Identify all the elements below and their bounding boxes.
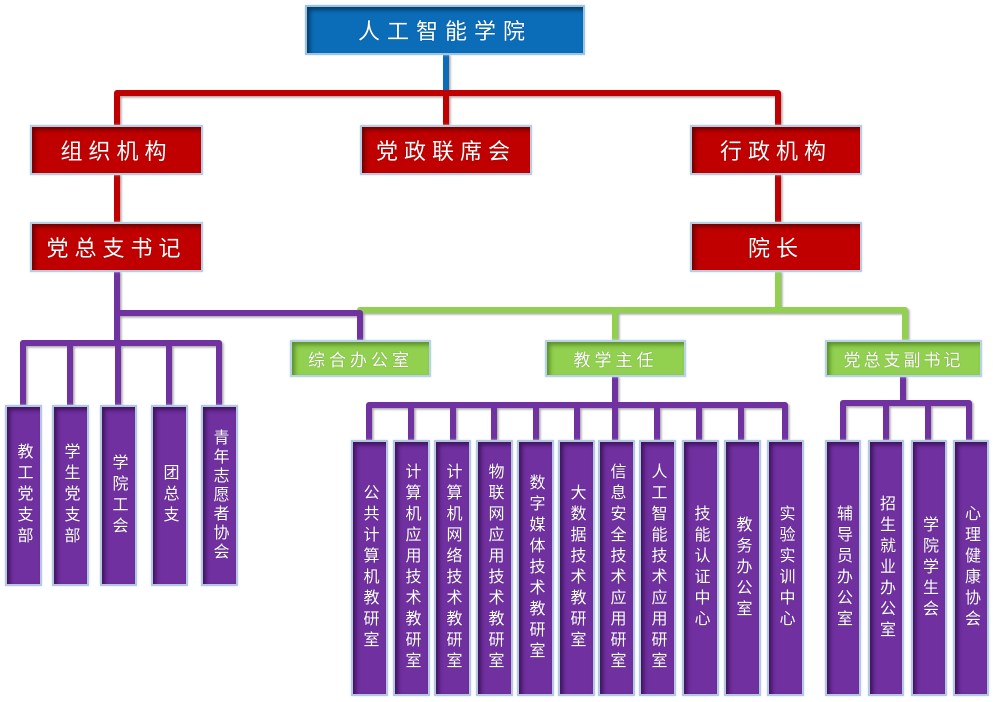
unit-big-data-office[interactable]: 大数据技术教研室 <box>558 440 595 696</box>
unit-student-union[interactable]: 学院学生会 <box>911 440 947 696</box>
node-general-office[interactable]: 综合办公室 <box>290 340 431 377</box>
unit-faculty-party-branch[interactable]: 教工党支部 <box>5 405 42 586</box>
unit-skill-cert-center[interactable]: 技能认证中心 <box>682 440 719 696</box>
unit-student-party-branch[interactable]: 学生党支部 <box>52 405 89 586</box>
node-dean[interactable]: 院长 <box>690 222 862 272</box>
unit-lab-training-center[interactable]: 实验实训中心 <box>767 440 804 696</box>
node-organization[interactable]: 组织机构 <box>30 125 203 175</box>
connector-secretary-office <box>114 310 363 343</box>
unit-admission-employment-office[interactable]: 招生就业办公室 <box>868 440 904 696</box>
unit-public-computing-office[interactable]: 公共计算机教研室 <box>351 440 388 696</box>
unit-mental-health-assoc[interactable]: 心理健康协会 <box>953 440 989 696</box>
unit-ai-tech-office[interactable]: 人工智能技术应用研室 <box>639 440 676 696</box>
connector-deputy-units-bus <box>840 400 972 443</box>
root-node-ai-college[interactable]: 人工智能学院 <box>305 5 585 55</box>
unit-iot-office[interactable]: 物联网应用技术教研室 <box>476 440 513 696</box>
unit-computer-app-tech-office[interactable]: 计算机应用技术教研室 <box>393 440 430 696</box>
node-teaching-director[interactable]: 教学主任 <box>545 340 686 377</box>
unit-counselor-office[interactable]: 辅导员办公室 <box>825 440 861 696</box>
unit-youth-league[interactable]: 团总支 <box>151 405 188 586</box>
unit-youth-volunteer-assoc[interactable]: 青年志愿者协会 <box>201 405 238 586</box>
unit-college-union[interactable]: 学院工会 <box>100 405 137 586</box>
unit-academic-affairs-office[interactable]: 教务办公室 <box>724 440 761 696</box>
node-joint-meeting[interactable]: 党政联席会 <box>360 125 532 175</box>
unit-computer-network-office[interactable]: 计算机网络技术教研室 <box>434 440 471 696</box>
node-party-secretary[interactable]: 党总支书记 <box>30 222 203 272</box>
connector-green-bus <box>357 307 908 343</box>
unit-digital-media-office[interactable]: 数字媒体技术教研室 <box>517 440 554 696</box>
node-deputy-secretary[interactable]: 党总支副书记 <box>825 340 982 377</box>
node-administration[interactable]: 行政机构 <box>690 125 862 175</box>
unit-info-security-office[interactable]: 信息安全技术应用研室 <box>598 440 635 696</box>
